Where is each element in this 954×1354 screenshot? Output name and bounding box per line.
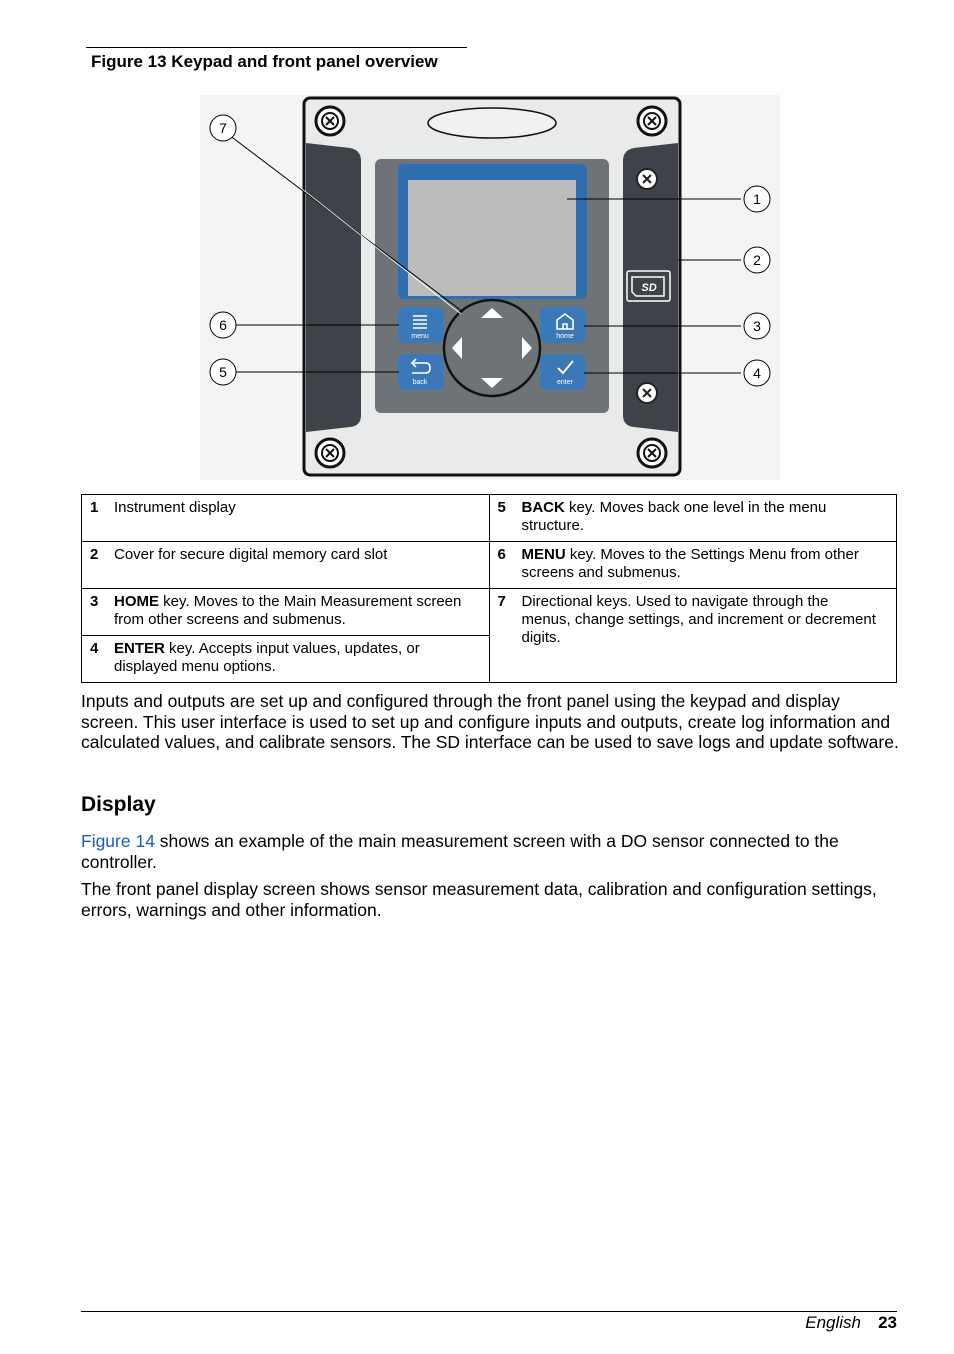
screw-icon [636,168,658,190]
svg-text:2: 2 [753,252,761,268]
screw-icon [314,105,346,137]
menu-key-label: menu [411,333,429,340]
screw-icon [636,105,668,137]
keypad-figure: SD menu home back enter [200,95,780,480]
home-button[interactable]: home [540,307,586,343]
svg-text:6: 6 [219,317,227,333]
intro-paragraph: Inputs and outputs are set up and config… [81,691,899,752]
footer-rule [81,1311,897,1312]
caption-rule [86,47,467,48]
display-screen [408,180,576,296]
section-heading: Display [81,793,156,816]
arrow-down-icon[interactable] [481,378,503,388]
back-key-label: back [413,379,428,386]
callout-1: 1 [743,185,771,213]
figure-caption: Figure 13 Keypad and front panel overvie… [91,52,438,71]
enter-key-label: enter [557,379,574,386]
enter-button[interactable]: enter [540,354,586,390]
svg-text:1: 1 [753,191,761,207]
enter-check-icon [557,360,574,375]
screw-icon [314,437,346,469]
svg-text:5: 5 [219,364,227,380]
arrow-up-icon[interactable] [481,308,503,318]
callout-4: 4 [743,359,771,387]
callout-6: 6 [209,311,237,339]
callout-2: 2 [743,246,771,274]
figure-reference-paragraph: Figure 14 shows an example of the main m… [81,831,839,872]
menu-button[interactable]: menu [398,307,444,343]
menu-icon [413,315,427,329]
back-button[interactable]: back [398,354,444,390]
home-key-label: home [556,333,574,340]
page-number: 23 [878,1313,897,1332]
svg-text:3: 3 [753,318,761,334]
footer-language: English [805,1313,861,1332]
arrow-right-icon[interactable] [522,337,532,359]
svg-text:7: 7 [219,120,227,136]
back-icon [410,358,431,374]
sd-card-icon: SD [626,270,671,302]
svg-text:SD: SD [641,282,656,294]
callout-3: 3 [743,312,771,340]
display-description-paragraph: The front panel display screen shows sen… [81,879,877,920]
home-icon [556,313,574,330]
screw-icon [636,437,668,469]
svg-text:4: 4 [753,365,761,381]
figure-14-link[interactable]: Figure 14 [81,831,155,851]
callout-5: 5 [209,358,237,386]
screw-icon [636,382,658,404]
arrow-left-icon[interactable] [452,337,462,359]
callout-7: 7 [209,114,237,142]
